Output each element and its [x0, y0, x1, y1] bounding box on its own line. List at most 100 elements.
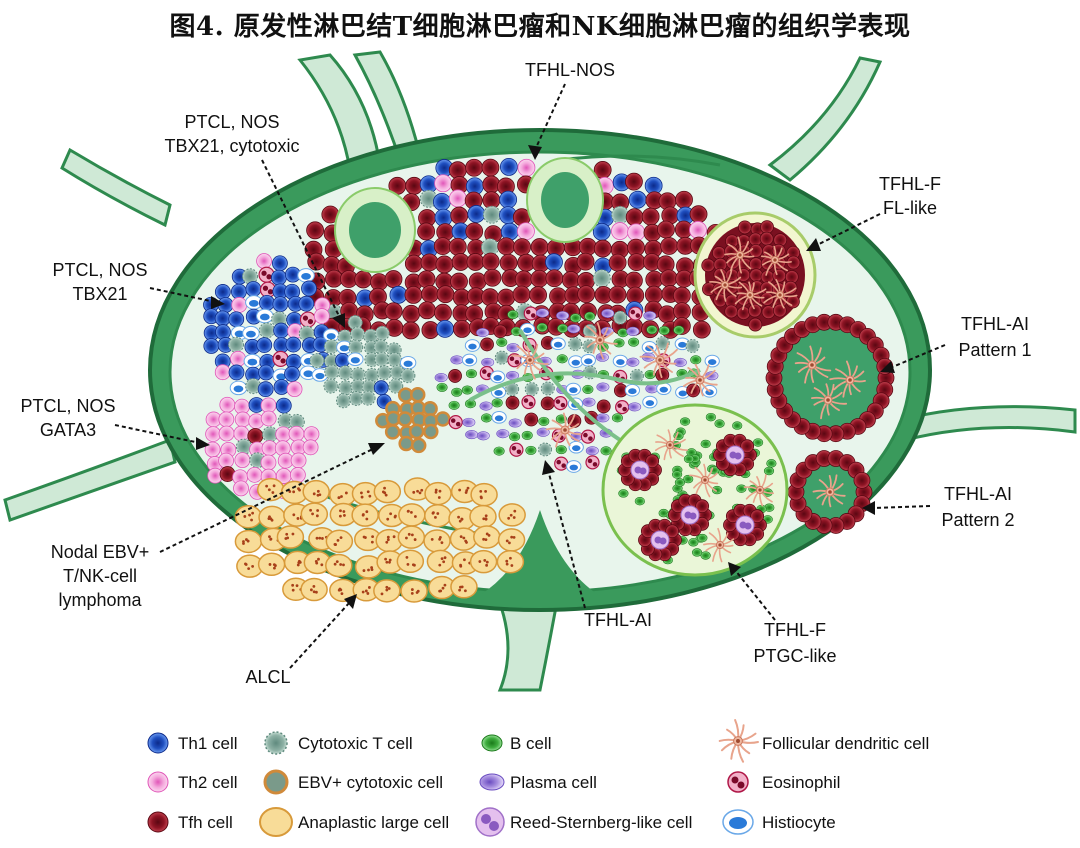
anaplastic-large-cell [258, 505, 286, 530]
ebv-cytotoxic-cell-icon [263, 769, 289, 795]
legend-item-anaplastic: Anaplastic large cell [259, 807, 449, 837]
th1-cell [228, 311, 245, 328]
tfh-cell [750, 509, 765, 524]
b-cell [674, 478, 686, 487]
tfh-cell [529, 286, 547, 304]
cytotoxic-t-cell-icon [264, 731, 288, 755]
cytotoxic-t-cell [494, 350, 509, 365]
cytotoxic-t-cell [348, 339, 364, 355]
tfh-cell [465, 222, 484, 241]
tfh-cell [401, 321, 420, 340]
follicular-dendritic-cell [703, 527, 735, 563]
tfh-cell [576, 252, 595, 271]
eosinophil-lobe-icon [731, 776, 739, 784]
b-cell [570, 313, 582, 323]
tfh-cell [306, 221, 325, 240]
anaplastic-large-cell [396, 549, 425, 574]
eosinophil [628, 306, 643, 321]
label-tfhl-ai-p1-line1: TFHL-AI [961, 314, 1029, 334]
b-cell [538, 416, 550, 426]
th2-cell [246, 466, 263, 483]
follicular-dendritic-cell [763, 279, 798, 309]
cytotoxic-t-cell [258, 322, 275, 339]
anaplastic-large-cell [376, 550, 404, 574]
legend-item-cytotoxic-t: Cytotoxic T cell [264, 731, 413, 755]
tfh-cell [747, 303, 762, 318]
legend-label-reed-sternberg: Reed-Sternberg-like cell [510, 813, 692, 832]
eosinophil [272, 350, 289, 367]
label-nodal-ebv-line2: T/NK-cell [63, 566, 137, 586]
th2-cell [219, 396, 236, 413]
plasma-cell [481, 357, 495, 367]
histiocyte [399, 355, 417, 370]
anaplastic-large-cell [403, 477, 432, 501]
legend-label-plasma: Plasma cell [510, 773, 597, 792]
th2-cell [218, 452, 234, 469]
th2-cell [627, 223, 646, 242]
tfh-cell [608, 253, 627, 272]
tfh-cell [384, 270, 403, 288]
label-ptcl-gata-line1: PTCL, NOS [20, 396, 115, 416]
follicular-dendritic-cell [829, 360, 866, 398]
th2-cell [448, 189, 467, 208]
label-alcl: ALCL [245, 667, 290, 687]
b-cell [448, 400, 460, 410]
legend: Th1 cell Th2 cell Tfh cell Cytotoxic T c… [147, 719, 929, 837]
tfh-cell [853, 471, 871, 489]
th2-cell [303, 426, 320, 443]
b-cell [436, 382, 448, 392]
plasma-cell [450, 355, 464, 365]
anaplastic-large-cell [329, 502, 358, 527]
anaplastic-large-cell [469, 504, 497, 529]
th1-cell [545, 253, 563, 272]
reed-sternberg-like-cell [680, 505, 700, 525]
tfh-cell [453, 319, 471, 338]
th2-cell [302, 439, 319, 456]
cytotoxic-t-cell [629, 369, 644, 384]
tfh-cell [513, 238, 531, 257]
histiocyte [519, 322, 536, 336]
th1-cell [256, 337, 273, 353]
tfh-cell [530, 269, 549, 288]
legend-label-tfh: Tfh cell [178, 813, 233, 832]
anaplastic-large-cell [473, 525, 501, 549]
anaplastic-large-cell [498, 503, 526, 527]
b-cell [556, 354, 568, 364]
plasma-cell-icon [479, 773, 505, 791]
tfh-cell [480, 337, 494, 352]
cytotoxic-t-cell [350, 326, 366, 342]
tfh-cell [417, 270, 436, 289]
ptcl-tbx21-cluster [203, 253, 331, 398]
reed-sternberg-like-cell [735, 515, 755, 535]
histiocyte [243, 353, 262, 369]
anaplastic-large-cell [449, 527, 478, 551]
tfh-cell [675, 190, 693, 209]
anaplastic-large-cell [426, 549, 455, 574]
anaplastic-large-cell [283, 550, 312, 575]
th1-cell [436, 319, 454, 338]
anaplastic-large-cell [351, 503, 379, 527]
anaplastic-large-cell [424, 481, 452, 506]
b-cell [493, 446, 505, 456]
th2-cell [233, 425, 250, 442]
tfh-cell [435, 255, 454, 274]
th1-cell [257, 381, 274, 398]
tfh-cell [481, 158, 500, 177]
nodal-ebv-cluster [375, 386, 451, 454]
histiocyte [297, 268, 315, 283]
th1-cell [432, 193, 451, 211]
cytotoxic-t-cell [235, 438, 252, 455]
label-tfhl-ai: TFHL-AI [584, 610, 652, 630]
anaplastic-large-cell [397, 525, 426, 549]
tfh-cell [659, 269, 678, 288]
cytotoxic-t-cell [613, 310, 628, 325]
cytotoxic-t-cell [324, 364, 340, 380]
tfh-cell [645, 454, 660, 469]
b-cell [521, 430, 533, 440]
tfh-cell [740, 439, 755, 454]
b-cell [509, 432, 521, 442]
ebv-cytotoxic-cell [410, 437, 427, 454]
plasma-cell [596, 413, 610, 423]
legend-item-eosinophil: Eosinophil [727, 771, 840, 793]
b-cell [600, 446, 612, 456]
